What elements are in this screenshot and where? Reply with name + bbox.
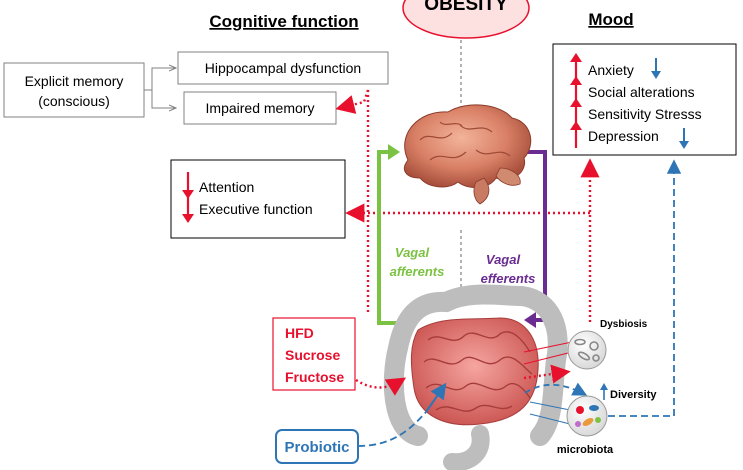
dysbiosis-bacteria-icon xyxy=(567,330,607,370)
impaired-memory-label: Impaired memory xyxy=(206,100,315,116)
microbiota-bacteria-icon xyxy=(566,395,608,437)
microbiota-to-mood-arrow xyxy=(608,159,682,417)
mood-title: Mood xyxy=(588,10,633,29)
hippocampal-label: Hippocampal dysfunction xyxy=(205,60,361,76)
dysbiosis-pointer-lines xyxy=(523,341,573,365)
arrow-to-impaired-memory xyxy=(335,89,370,114)
microbiota-pointer-lines xyxy=(529,401,571,425)
dysbiosis-label: Dysbiosis xyxy=(600,319,648,330)
mood-item-stress: Sensitivity Stresss xyxy=(588,106,702,122)
gut-to-microbiota-arrow xyxy=(524,382,588,396)
hippocampal-box xyxy=(177,51,389,85)
vagal-efferents-label: Vagal xyxy=(486,252,521,267)
anxiety-down-arrow xyxy=(651,58,661,79)
explicit-memory-box xyxy=(3,62,145,118)
impaired-memory-box xyxy=(183,91,337,125)
diversity-label: Diversity xyxy=(610,389,657,401)
explicit-memory-sublabel: (conscious) xyxy=(38,93,110,109)
microbiota-label: microbiota xyxy=(557,444,614,456)
mood-item-anxiety: Anxiety xyxy=(588,62,634,78)
executive-function-label: Executive function xyxy=(199,201,313,217)
mood-item-social: Social alterations xyxy=(588,84,695,100)
vagal-afferents-arrowhead xyxy=(388,144,400,160)
vagal-efferents-arrowhead xyxy=(524,312,536,328)
brain-icon xyxy=(404,104,532,205)
obesity-title: OBESITY xyxy=(424,0,508,15)
vagal-efferents-path xyxy=(522,150,547,322)
attention-label: Attention xyxy=(199,179,254,195)
diet-fructose: Fructose xyxy=(285,369,344,385)
executive-box xyxy=(170,159,346,239)
probiotic-to-gut-arrow xyxy=(425,382,447,413)
depression-down-arrow xyxy=(679,128,689,149)
executive-down-arrow xyxy=(182,196,194,223)
diet-box xyxy=(272,317,356,391)
diet-hfd: HFD xyxy=(285,325,314,341)
explicit-to-impaired-arrow xyxy=(151,90,176,108)
vagal-afferents-sublabel: afferents xyxy=(390,264,445,279)
mood-box xyxy=(552,43,737,156)
vagal-afferents-path xyxy=(377,150,402,325)
obesity-ellipse xyxy=(402,0,530,39)
attention-down-arrow xyxy=(182,172,194,199)
vagal-afferents-label: Vagal xyxy=(395,245,430,260)
mood-up-arrows xyxy=(570,53,582,148)
diversity-up-arrow xyxy=(600,383,608,400)
diet-sucrose: Sucrose xyxy=(285,347,340,363)
probiotic-to-gut-dashed xyxy=(357,411,427,447)
mood-item-depression: Depression xyxy=(588,128,659,144)
probiotic-label: Probiotic xyxy=(284,439,349,456)
cognitive-function-title: Cognitive function xyxy=(209,12,358,31)
vagal-efferents-sublabel: efferents xyxy=(481,271,536,286)
explicit-memory-label: Explicit memory xyxy=(25,73,124,89)
gut-to-dysbiosis-arrow xyxy=(523,364,571,384)
explicit-to-hippocampal-arrow xyxy=(144,68,176,91)
